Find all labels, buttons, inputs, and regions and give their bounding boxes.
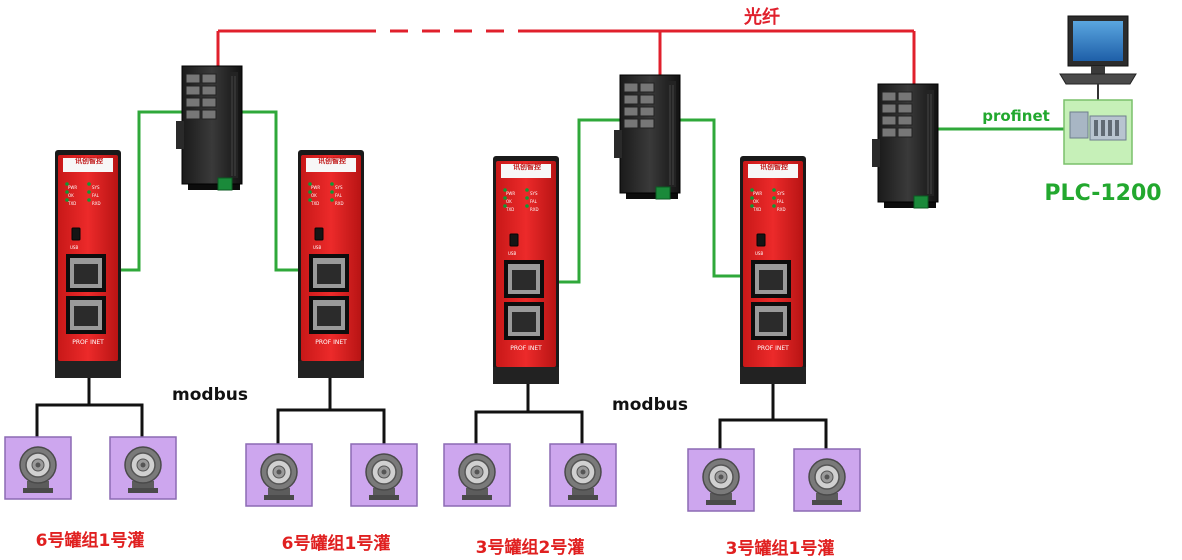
tank-device-icon: [443, 443, 511, 507]
led-label-pwr: PWR: [68, 185, 77, 190]
modbus-bus-wiring: [35, 378, 828, 449]
modbus-label-2: modbus: [612, 395, 688, 415]
group-label-2: 6号罐组1号灌: [282, 533, 391, 554]
gateway-brand-text: 讯创智控: [75, 156, 103, 165]
tank-device-icon: [549, 443, 617, 507]
tank-device-icon: [109, 436, 177, 500]
profinet-gateway-4: 讯创智控 PWR SYS OK FAL TXD RXD USB PROF INE…: [739, 155, 807, 385]
port-label: PROF INET: [757, 345, 789, 352]
gateway-brand-text: 讯创智控: [760, 162, 788, 171]
tank-device-icon: [793, 448, 861, 512]
led-label-pwr: PWR: [506, 191, 515, 196]
led-label-ok: OK: [311, 193, 317, 198]
led-label-txd: TXD: [505, 207, 514, 212]
group-label-3: 3号罐组2号灌: [476, 537, 585, 558]
led-label-rxd: RXD: [530, 207, 539, 212]
led-label-sys: SYS: [335, 185, 343, 190]
led-label-txd: TXD: [310, 201, 319, 206]
port-label: PROF INET: [315, 339, 347, 346]
usb-label: USB: [70, 245, 78, 250]
fiber-label: 光纤: [743, 6, 780, 28]
led-label-sys: SYS: [777, 191, 785, 196]
tank-device-icon: [4, 436, 72, 500]
led-label-rxd: RXD: [335, 201, 344, 206]
pc-icon: [1059, 15, 1137, 85]
gateway-brand-text: 讯创智控: [513, 162, 541, 171]
modbus-label-1: modbus: [172, 385, 248, 405]
led-label-pwr: PWR: [753, 191, 762, 196]
gateway-brand-text: 讯创智控: [318, 156, 346, 165]
led-label-rxd: RXD: [92, 201, 101, 206]
led-label-sys: SYS: [530, 191, 538, 196]
led-label-ok: OK: [68, 193, 74, 198]
profinet-label: profinet: [982, 107, 1050, 125]
led-label-rxd: RXD: [777, 207, 786, 212]
port-label: PROF INET: [510, 345, 542, 352]
led-label-fal: FAL: [335, 193, 343, 198]
ethernet-switch-2: [613, 74, 681, 200]
led-label-txd: TXD: [752, 207, 761, 212]
plc-icon: [1063, 99, 1133, 165]
profinet-gateway-1: 讯创智控 PWR SYS OK FAL TXD RXD USB PROF INE…: [54, 149, 122, 379]
led-label-fal: FAL: [530, 199, 538, 204]
led-label-txd: TXD: [67, 201, 76, 206]
usb-label: USB: [508, 251, 516, 256]
led-label-fal: FAL: [92, 193, 100, 198]
group-label-4: 3号罐组1号灌: [726, 538, 835, 559]
port-label: PROF INET: [72, 339, 104, 346]
ethernet-switch-1: [175, 65, 243, 191]
profinet-gateway-2: 讯创智控 PWR SYS OK FAL TXD RXD USB PROF INE…: [297, 149, 365, 379]
ethernet-switch-3: [871, 83, 939, 209]
led-label-fal: FAL: [777, 199, 785, 204]
plc-label: PLC-1200: [1044, 181, 1161, 206]
usb-label: USB: [755, 251, 763, 256]
tank-device-icon: [245, 443, 313, 507]
usb-label: USB: [313, 245, 321, 250]
led-label-pwr: PWR: [311, 185, 320, 190]
profinet-gateway-3: 讯创智控 PWR SYS OK FAL TXD RXD USB PROF INE…: [492, 155, 560, 385]
led-label-ok: OK: [506, 199, 512, 204]
fiber-line: [216, 29, 916, 86]
led-label-sys: SYS: [92, 185, 100, 190]
group-label-1: 6号罐组1号灌: [36, 530, 145, 551]
tank-device-icon: [350, 443, 418, 507]
tank-device-icon: [687, 448, 755, 512]
led-label-ok: OK: [753, 199, 759, 204]
